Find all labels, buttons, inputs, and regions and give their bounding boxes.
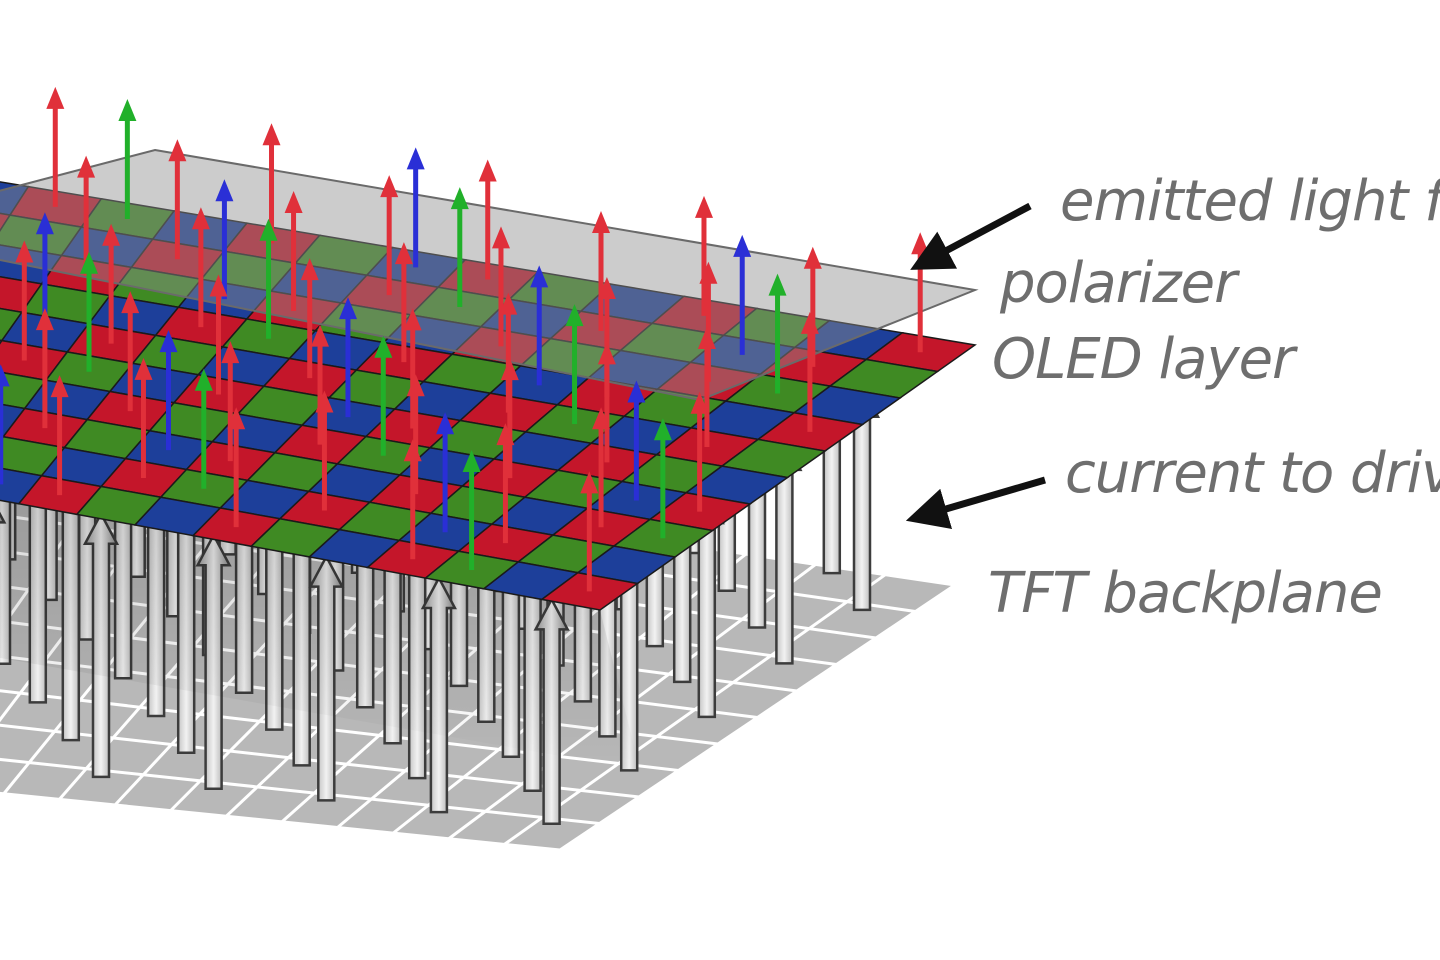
light-arrow-icon (492, 226, 510, 249)
light-arrow-icon (159, 330, 178, 353)
light-arrow-icon (653, 418, 672, 441)
light-arrow-icon (697, 327, 716, 349)
label-tft-backplane: TFT backplane (988, 561, 1382, 626)
light-arrow-icon (102, 223, 121, 246)
light-arrow-icon (134, 357, 153, 380)
light-arrow-icon (215, 179, 234, 202)
light-arrow-icon (191, 207, 210, 230)
light-arrow-icon (462, 450, 481, 472)
light-arrow-icon (580, 471, 599, 494)
light-arrow-icon (768, 273, 787, 296)
light-arrow-icon (221, 341, 240, 364)
light-arrow-icon (406, 374, 425, 397)
light-arrow-icon (627, 380, 646, 403)
light-arrow-icon (499, 292, 518, 315)
light-arrow-icon (374, 335, 393, 358)
light-arrow-icon (339, 297, 357, 320)
backplane-grid-line (0, 723, 640, 799)
light-arrow-icon (315, 390, 334, 413)
light-arrow-icon (262, 123, 281, 146)
light-arrow-icon (300, 258, 319, 281)
light-arrow-icon (403, 439, 422, 462)
light-arrow-icon (380, 175, 399, 198)
light-arrow-icon (168, 139, 187, 162)
light-arrow-icon (121, 291, 140, 314)
light-arrow-icon (46, 86, 65, 109)
light-arrow-icon (35, 212, 54, 235)
light-arrow-icon (690, 391, 709, 414)
light-arrow-icon (597, 277, 616, 299)
light-arrow-icon (450, 187, 469, 210)
label-oled-layer: OLED layer (992, 327, 1298, 392)
label-emitted-light: emitted light fr (1060, 169, 1440, 234)
light-arrow-icon (403, 308, 422, 331)
layer-shadow (0, 500, 640, 770)
label-polarizer: polarizer (999, 251, 1240, 316)
label-current-to-drive: current to driv (1065, 441, 1440, 506)
light-arrow-icon (50, 375, 69, 398)
light-arrow-icon (699, 261, 718, 284)
light-arrow-icon (803, 246, 822, 269)
backplane-grid-line (0, 791, 561, 852)
light-arrow-icon (118, 99, 137, 121)
emitted-pointer-arrow-icon (910, 202, 1032, 270)
light-arrow-icon (592, 211, 610, 233)
light-arrow-icon (695, 195, 713, 218)
light-arrow-icon (597, 342, 616, 365)
light-arrow-icon (911, 232, 930, 255)
emitted-light-arrows-group (0, 86, 930, 592)
light-arrow-icon (530, 265, 549, 288)
light-arrow-icon (436, 412, 455, 435)
light-arrow-icon (0, 364, 10, 387)
light-arrow-icon (194, 368, 213, 391)
current-pointer-arrow-icon (905, 476, 1046, 530)
light-arrow-icon (77, 155, 96, 178)
light-arrow-icon (209, 274, 228, 297)
light-arrow-icon (80, 251, 98, 274)
light-arrow-icon (284, 191, 303, 213)
light-arrow-icon (565, 304, 584, 327)
oled-drop-shadow (0, 500, 640, 770)
light-arrow-icon (406, 147, 425, 170)
light-arrow-icon (500, 358, 519, 381)
light-arrow-icon (311, 324, 329, 347)
light-arrow-icon (394, 242, 413, 265)
light-arrow-icon (15, 240, 34, 263)
light-arrow-icon (478, 159, 497, 182)
light-arrow-icon (227, 407, 246, 430)
light-arrow-icon (592, 407, 611, 430)
light-arrow-icon (733, 234, 752, 257)
light-arrow-icon (800, 311, 819, 334)
light-arrow-icon (35, 308, 54, 331)
light-arrow-icon (496, 423, 515, 446)
light-arrow-icon (259, 218, 278, 241)
